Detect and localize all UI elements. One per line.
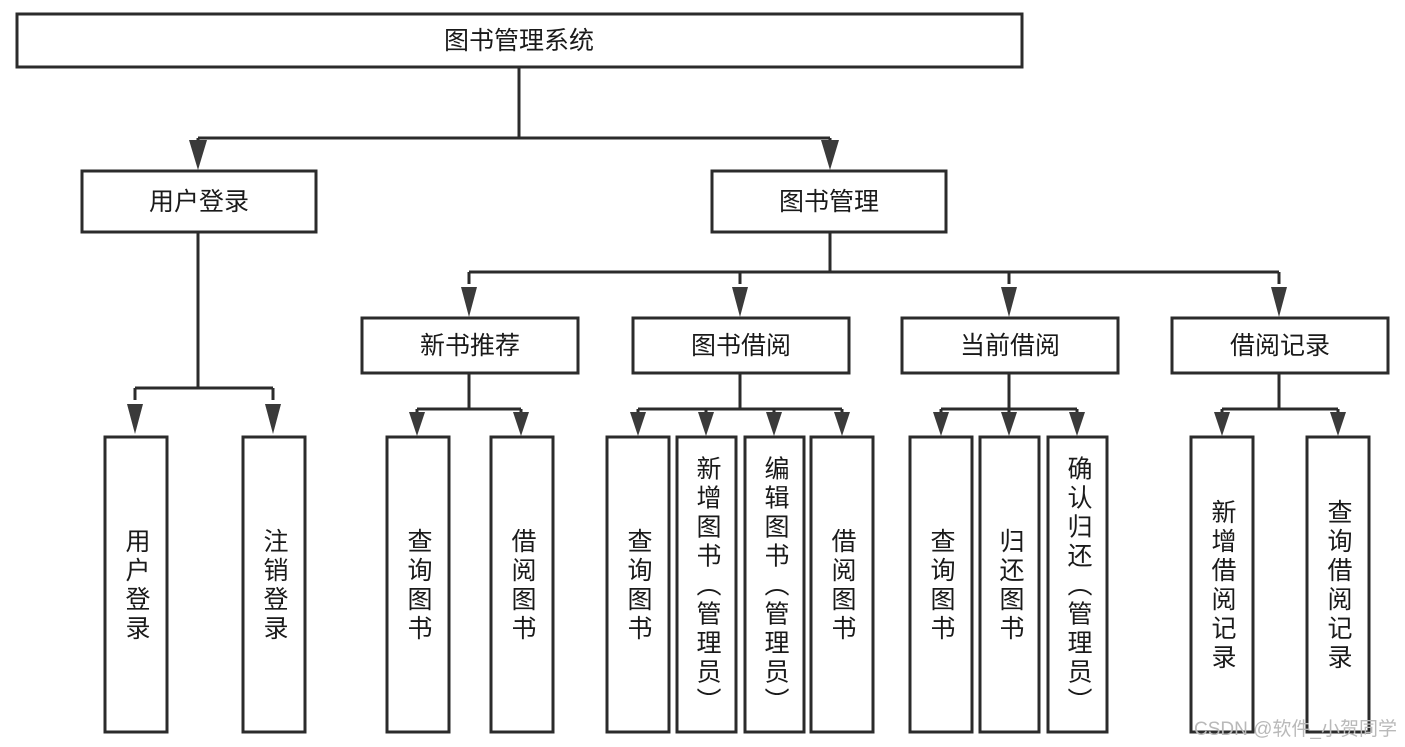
node-leaf-query-book-2[interactable]: 查询图书	[605, 435, 671, 734]
node-leaf-return-book-label: 归还图书	[996, 528, 1025, 644]
node-leaf-query-book-3[interactable]: 查询图书	[908, 435, 974, 734]
node-leaf-borrow-book-2-box[interactable]	[809, 435, 875, 734]
node-borrow-record[interactable]: 借阅记录	[1170, 316, 1390, 375]
node-leaf-return-book-box[interactable]	[978, 435, 1041, 734]
connector-group-book-management	[461, 232, 1287, 317]
node-leaf-query-record[interactable]: 查询借阅记录	[1305, 435, 1371, 734]
node-leaf-user-login[interactable]: 用户登录	[103, 435, 169, 734]
node-root-box[interactable]	[15, 12, 1024, 69]
node-book-management[interactable]: 图书管理	[710, 169, 948, 234]
node-leaf-add-book-box[interactable]	[675, 435, 738, 734]
node-new-book-recommend-label: 新书推荐	[420, 332, 520, 360]
arrow-head-book-management	[821, 140, 839, 170]
node-leaf-query-book-1-label: 查询图书	[404, 528, 433, 644]
node-leaf-confirm-return-box[interactable]	[1046, 435, 1109, 734]
node-leaf-confirm-return[interactable]: 确认归还（管理员）	[1046, 435, 1109, 734]
arrow-head-leaf-logout-login	[265, 404, 281, 434]
connector-group-user-login	[127, 232, 281, 434]
connector-group-borrow-record	[1214, 373, 1346, 436]
arrow-head-leaf-query-book-1	[409, 412, 425, 436]
node-leaf-query-book-3-box[interactable]	[908, 435, 974, 734]
node-current-borrow[interactable]: 当前借阅	[900, 316, 1120, 375]
arrow-head-book-borrow	[732, 287, 748, 317]
node-current-borrow-label: 当前借阅	[960, 332, 1060, 360]
arrow-head-leaf-return-book	[1001, 412, 1017, 436]
node-leaf-add-book[interactable]: 新增图书（管理员）	[675, 435, 738, 734]
node-leaf-borrow-book-1-label: 借阅图书	[508, 528, 537, 644]
node-leaf-borrow-book-2[interactable]: 借阅图书	[809, 435, 875, 734]
node-leaf-add-record-box[interactable]	[1189, 435, 1255, 734]
arrow-head-leaf-query-book-3	[933, 412, 949, 436]
node-user-login[interactable]: 用户登录	[80, 169, 318, 234]
node-leaf-query-record-box[interactable]	[1305, 435, 1371, 734]
node-root[interactable]: 图书管理系统	[15, 12, 1024, 69]
node-leaf-add-record[interactable]: 新增借阅记录	[1189, 435, 1255, 734]
node-leaf-edit-book-box[interactable]	[743, 435, 806, 734]
node-leaf-confirm-return-label: 确认归还（管理员）	[1064, 456, 1093, 717]
arrow-head-leaf-add-record	[1214, 412, 1230, 436]
node-leaf-return-book[interactable]: 归还图书	[978, 435, 1041, 734]
node-leaf-user-login-box[interactable]	[103, 435, 169, 734]
node-leaf-query-book-3-label: 查询图书	[927, 528, 956, 644]
node-root-label: 图书管理系统	[444, 27, 594, 55]
node-leaf-logout-login-label: 注销登录	[260, 528, 289, 644]
arrow-head-leaf-borrow-book-2	[834, 412, 850, 436]
node-leaf-add-record-label: 新增借阅记录	[1208, 499, 1237, 673]
node-leaf-query-record-label: 查询借阅记录	[1324, 499, 1353, 673]
arrow-head-leaf-confirm-return	[1069, 412, 1085, 436]
node-leaf-logout-login-box[interactable]	[241, 435, 307, 734]
node-leaf-add-book-label: 新增图书（管理员）	[693, 456, 722, 717]
node-new-book-recommend-box[interactable]	[360, 316, 580, 375]
connector-group-book-borrow	[630, 373, 850, 436]
arrow-head-leaf-user-login	[127, 404, 143, 434]
node-leaf-query-book-2-label: 查询图书	[624, 528, 653, 644]
arrow-head-leaf-borrow-book-1	[513, 412, 529, 436]
arrow-head-new-book-recommend	[461, 287, 477, 317]
node-book-management-box[interactable]	[710, 169, 948, 234]
node-leaf-logout-login[interactable]: 注销登录	[241, 435, 307, 734]
node-leaf-query-book-1-box[interactable]	[385, 435, 451, 734]
node-book-management-label: 图书管理	[779, 188, 879, 216]
node-new-book-recommend[interactable]: 新书推荐	[360, 316, 580, 375]
arrow-head-current-borrow	[1001, 287, 1017, 317]
node-book-borrow-label: 图书借阅	[691, 332, 791, 360]
node-leaf-query-book-1[interactable]: 查询图书	[385, 435, 451, 734]
node-leaf-edit-book[interactable]: 编辑图书（管理员）	[743, 435, 806, 734]
connector-group-new-book-recommend	[409, 373, 529, 436]
arrow-head-leaf-query-book-2	[630, 412, 646, 436]
node-user-login-label: 用户登录	[149, 188, 249, 216]
arrow-head-leaf-edit-book	[766, 412, 782, 436]
node-leaf-user-login-label: 用户登录	[122, 528, 151, 644]
node-book-borrow[interactable]: 图书借阅	[631, 316, 851, 375]
arrow-head-borrow-record	[1271, 287, 1287, 317]
connector-group-current-borrow	[933, 373, 1085, 436]
arrow-head-leaf-query-record	[1330, 412, 1346, 436]
node-leaf-borrow-book-2-label: 借阅图书	[828, 528, 857, 644]
node-book-borrow-box[interactable]	[631, 316, 851, 375]
arrow-head-leaf-add-book	[698, 412, 714, 436]
node-user-login-box[interactable]	[80, 169, 318, 234]
node-leaf-query-book-2-box[interactable]	[605, 435, 671, 734]
node-leaf-borrow-book-1-box[interactable]	[489, 435, 555, 734]
node-leaf-borrow-book-1[interactable]: 借阅图书	[489, 435, 555, 734]
arrow-head-user-login	[189, 140, 207, 170]
node-borrow-record-label: 借阅记录	[1230, 332, 1330, 360]
connector-group-root	[189, 67, 839, 170]
node-borrow-record-box[interactable]	[1170, 316, 1390, 375]
node-leaf-edit-book-label: 编辑图书（管理员）	[761, 456, 790, 717]
node-current-borrow-box[interactable]	[900, 316, 1120, 375]
